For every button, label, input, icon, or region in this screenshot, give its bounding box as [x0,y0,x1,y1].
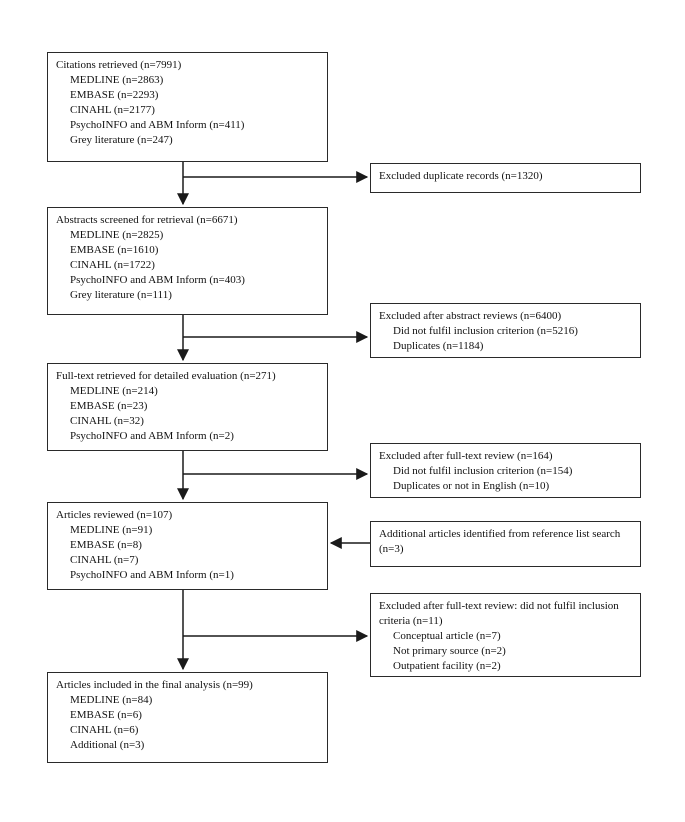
flow-box-articles-included: Articles included in the final analysis … [47,672,328,763]
box-items: MEDLINE (n=214) EMBASE (n=23) CINAHL (n=32… [56,384,319,444]
box-title: Citations retrieved (n=7991) [56,59,182,71]
box-subitem: MEDLINE (n=2863) [70,74,164,86]
box-subitem: Did not fulfil inclusion criterion (n=15… [393,465,573,477]
box-subitem: MEDLINE (n=84) [70,694,153,706]
box-subitem: MEDLINE (n=2825) [70,229,164,241]
box-subitem: EMBASE (n=23) [70,400,148,412]
box-subitem: Not primary source (n=2) [393,645,506,657]
flow-box-excluded-duplicates: Excluded duplicate records (n=1320) [370,163,641,193]
box-title: Excluded after full-text review (n=164) [379,450,553,462]
box-subitem: Outpatient facility (n=2) [393,660,501,672]
box-title: Articles included in the final analysis … [56,679,253,691]
box-subitem: Conceptual article (n=7) [393,630,501,642]
flow-box-citations-retrieved: Citations retrieved (n=7991) MEDLINE (n=… [47,52,328,162]
box-title: Excluded after abstract reviews (n=6400) [379,310,562,322]
box-subitem: Grey literature (n=247) [70,134,173,146]
box-subitem: Grey literature (n=111) [70,289,172,301]
box-subitem: Additional (n=3) [70,739,145,751]
box-items: Did not fulfil inclusion criterion (n=52… [379,324,632,354]
box-subitem: CINAHL (n=6) [70,724,139,736]
box-items: Conceptual article (n=7) Not primary sour… [379,629,632,674]
box-subitem: EMBASE (n=6) [70,709,142,721]
box-subitem: PsychoINFO and ABM Inform (n=403) [70,274,245,286]
flow-box-excluded-abstract-reviews: Excluded after abstract reviews (n=6400)… [370,303,641,358]
flow-box-excluded-fulltext-review: Excluded after full-text review (n=164) … [370,443,641,498]
box-subitem: Duplicates or not in English (n=10) [393,480,550,492]
box-title: Excluded after full-text review: did not… [379,600,619,627]
box-subitem: MEDLINE (n=91) [70,524,153,536]
flow-box-abstracts-screened: Abstracts screened for retrieval (n=6671… [47,207,328,315]
box-subitem: PsychoINFO and ABM Inform (n=2) [70,430,234,442]
box-subitem: EMBASE (n=1610) [70,244,159,256]
flow-box-additional-articles: Additional articles identified from refe… [370,521,641,567]
box-subitem: CINAHL (n=7) [70,554,139,566]
box-subitem: CINAHL (n=32) [70,415,144,427]
box-items: MEDLINE (n=91) EMBASE (n=8) CINAHL (n=7) Ps… [56,523,319,583]
box-title: Additional articles identified from refe… [379,528,621,555]
flow-box-articles-reviewed: Articles reviewed (n=107) MEDLINE (n=91)… [47,502,328,590]
box-title: Articles reviewed (n=107) [56,509,173,521]
box-subitem: Did not fulfil inclusion criterion (n=52… [393,325,578,337]
box-subitem: MEDLINE (n=214) [70,385,158,397]
box-subitem: PsychoINFO and ABM Inform (n=411) [70,119,245,131]
box-items: MEDLINE (n=84) EMBASE (n=6) CINAHL (n=6) Ad… [56,693,319,753]
box-subitem: Duplicates (n=1184) [393,340,484,352]
box-title: Full-text retrieved for detailed evaluat… [56,370,276,382]
box-subitem: EMBASE (n=8) [70,539,142,551]
box-subitem: PsychoINFO and ABM Inform (n=1) [70,569,234,581]
box-subitem: EMBASE (n=2293) [70,89,159,101]
box-title: Excluded duplicate records (n=1320) [379,170,543,182]
flow-box-excluded-inclusion-criteria: Excluded after full-text review: did not… [370,593,641,677]
flow-box-fulltext-retrieved: Full-text retrieved for detailed evaluat… [47,363,328,451]
box-subitem: CINAHL (n=2177) [70,104,155,116]
box-title: Abstracts screened for retrieval (n=6671… [56,214,238,226]
box-items: MEDLINE (n=2825) EMBASE (n=1610) CINAHL (n… [56,228,319,303]
box-subitem: CINAHL (n=1722) [70,259,155,271]
box-items: MEDLINE (n=2863) EMBASE (n=2293) CINAHL (n… [56,73,319,148]
box-items: Did not fulfil inclusion criterion (n=15… [379,464,632,494]
